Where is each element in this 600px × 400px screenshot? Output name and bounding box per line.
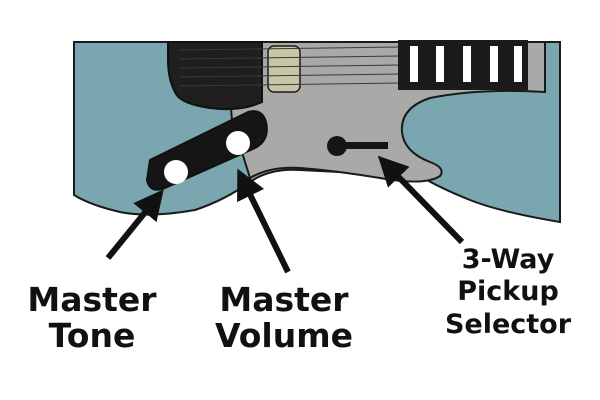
master-tone-label-line1: Master	[27, 280, 157, 319]
fret-inlay	[436, 46, 444, 82]
selector-switch-slot	[340, 142, 388, 149]
tone-knob	[164, 160, 188, 184]
string	[179, 73, 401, 78]
volume-arrow-icon	[237, 168, 291, 274]
pickup-selector-label-line3: Selector	[444, 308, 572, 340]
master-volume-label: Master Volume	[204, 282, 364, 353]
tone-arrow-icon	[105, 189, 164, 260]
string	[179, 55, 401, 60]
fret-inlay	[490, 46, 498, 82]
master-tone-label: Master Tone	[18, 282, 166, 353]
selector-arrow-icon	[377, 155, 465, 245]
fret-inlay	[463, 46, 471, 82]
string	[179, 64, 401, 69]
strings	[179, 46, 401, 87]
string	[179, 46, 401, 51]
selector-switch-tip	[327, 136, 347, 156]
pickup-selector-label-line2: Pickup	[457, 276, 559, 308]
fret-inlays	[410, 46, 522, 82]
master-volume-label-line2: Volume	[215, 315, 353, 355]
fret-inlay	[410, 46, 418, 82]
volume-knob	[226, 131, 250, 155]
string	[179, 82, 401, 87]
fret-inlay	[514, 46, 522, 82]
pickup-selector-label: 3-Way Pickup Selector	[440, 244, 576, 341]
pickup-housing	[167, 41, 263, 111]
pickup-selector-label-line1: 3-Way	[461, 244, 555, 275]
master-tone-label-line2: Tone	[48, 315, 136, 355]
master-volume-label-line1: Master	[219, 280, 349, 319]
